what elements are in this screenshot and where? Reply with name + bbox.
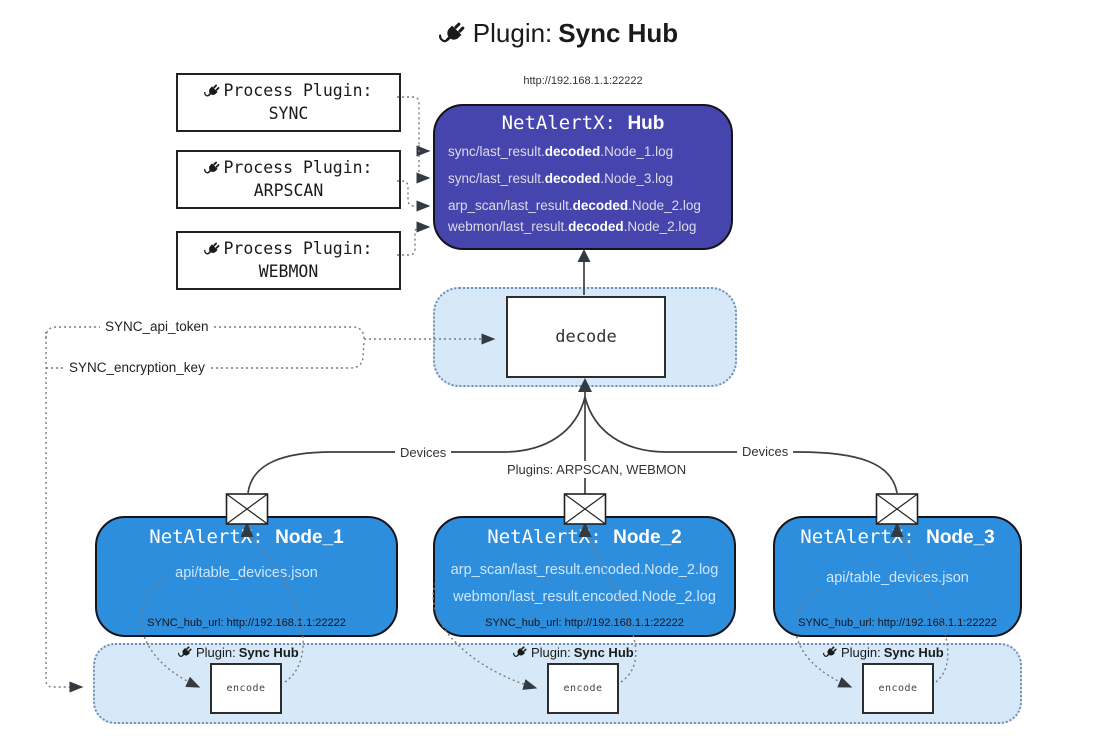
plug-icon [204,83,221,100]
sync-to-hub-line-1 [397,96,431,157]
plug-icon [439,20,467,48]
plug-icon [513,645,528,660]
encode-box-1: encode [210,663,282,714]
decode-box: decode [506,296,666,378]
sync-to-hub-line-2 [416,145,431,184]
encoder-plugin-label-1: Plugin: Sync Hub [178,645,299,660]
process-plugin-label: Process Plugin: [223,158,373,178]
node-hub-url: SYNC_hub_url: http://192.168.1.1:22222 [485,617,684,629]
diagram-title: Plugin: Sync Hub [0,18,1117,49]
node-content-line: webmon/last_result.encoded.Node_2.log [453,589,716,605]
plug-icon [823,645,838,660]
hub-log-entry: sync/last_result.decoded.Node_1.log [448,144,674,159]
process-plugin-name: WEBMON [258,261,319,281]
process-plugin-name: SYNC [268,103,309,123]
tokens-to-encoder-line [45,332,84,693]
hub-log-entry: webmon/last_result.decoded.Node_2.log [448,219,697,234]
process-plugin-label: Process Plugin: [223,239,373,259]
hub-app-label: NetAlertX: [501,112,616,134]
hub-name: Hub [627,113,665,134]
encoder-plugin-label-3: Plugin: Sync Hub [823,645,944,660]
node-hub-url: SYNC_hub_url: http://192.168.1.1:22222 [147,617,346,629]
devices-label-left: Devices [395,444,452,461]
process-plugin-box-webmon: Process Plugin: WEBMON [176,231,401,290]
devices-label-right: Devices [737,443,794,460]
title-label: Plugin: [472,18,553,48]
plug-icon [178,645,193,660]
process-plugin-box-sync: Process Plugin: SYNC [176,73,401,132]
arrowhead-into-hub [577,249,591,262]
node-title-1: NetAlertX: Node_1 [149,526,344,548]
webmon-to-hub-line [397,221,431,256]
node-content-line: api/table_devices.json [826,570,969,586]
node-title-3: NetAlertX: Node_3 [800,526,995,548]
process-plugin-name: ARPSCAN [253,180,324,200]
nodes-to-decode-lines [247,392,898,494]
encode-box-3: encode [862,663,934,714]
arpscan-to-hub-line [397,180,431,212]
encode-box-2: encode [547,663,619,714]
plug-icon [204,160,221,177]
plugins-edge-label: Plugins: ARPSCAN, WEBMON [502,461,692,478]
sync-api-token-label: SYNC_api_token [100,318,214,335]
node-title-2: NetAlertX: Node_2 [487,526,682,548]
node-content-line: api/table_devices.json [175,565,318,581]
hub-title: NetAlertX: Hub [433,112,733,135]
sync-encryption-key-label: SYNC_encryption_key [64,359,210,376]
node-hub-url: SYNC_hub_url: http://192.168.1.1:22222 [798,617,997,629]
hub-log-entry: arp_scan/last_result.decoded.Node_2.log [448,198,701,213]
process-plugin-label: Process Plugin: [223,81,373,101]
encoder-plugin-label-2: Plugin: Sync Hub [513,645,634,660]
hub-log-entry: sync/last_result.decoded.Node_3.log [448,171,674,186]
process-plugin-box-arpscan: Process Plugin: ARPSCAN [176,150,401,209]
node-content-line: arp_scan/last_result.encoded.Node_2.log [450,562,719,578]
hub-url: http://192.168.1.1:22222 [523,75,643,87]
title-name: Sync Hub [558,18,679,48]
hub-box [433,104,733,250]
plug-icon [204,241,221,258]
